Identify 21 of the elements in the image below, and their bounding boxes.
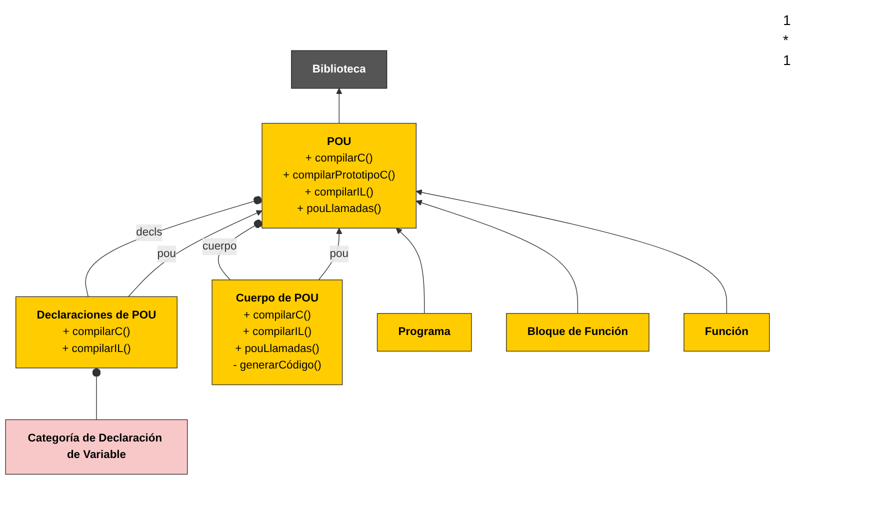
arrow <box>416 189 728 314</box>
node-box: POU + compilarC() + compilarPrototipoC() + compilarIL() + pouLlamadas() <box>262 123 417 229</box>
arrow <box>416 200 578 314</box>
node-box: Programa <box>376 313 472 352</box>
node-box: Bloque de Función <box>506 313 650 352</box>
multiplicity-label: 1 <box>783 52 792 68</box>
edge-label: pou <box>330 248 348 260</box>
edge-label: cuerpo <box>202 240 237 252</box>
arrow <box>318 228 342 280</box>
node-box: Biblioteca <box>291 50 388 89</box>
edge-label: decls <box>136 226 162 238</box>
node-box: Categoría de Declaración de Variable <box>5 419 188 475</box>
node-box: Declaraciones de POU + compilarC() + compilarIL() <box>15 296 178 368</box>
edge-label: pou <box>157 248 176 260</box>
arrow <box>336 88 342 124</box>
arrow <box>396 228 425 314</box>
node-box: Función <box>684 313 770 352</box>
multiplicity-label: * <box>783 32 790 48</box>
multiplicity-label: 1 <box>783 12 792 28</box>
node-box: Cuerpo de POU + compilarC() + compilarIL() + pouLlamadas() - generarCódigo() <box>212 280 343 386</box>
connector <box>92 368 101 420</box>
